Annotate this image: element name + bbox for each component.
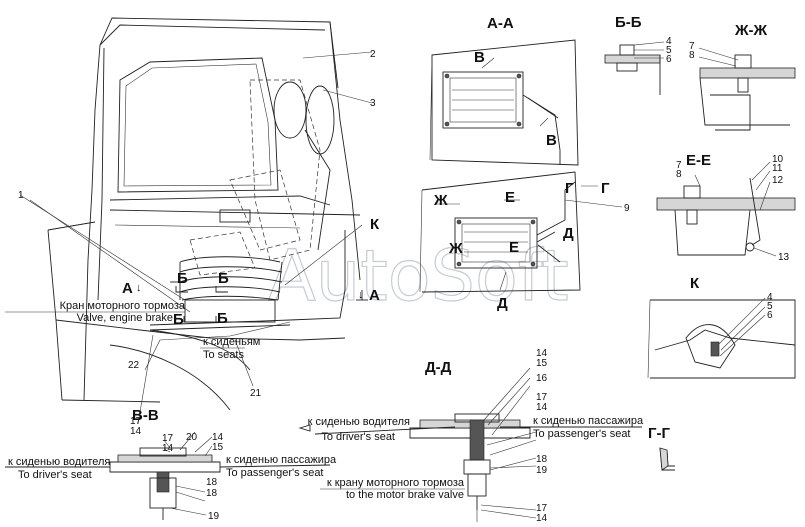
- dd-callout-18: 18: [536, 454, 548, 465]
- g-marker-2: Г: [601, 180, 610, 197]
- callout-22: 22: [128, 360, 140, 371]
- to-seats-label-ru: к сиденьям: [203, 336, 260, 348]
- ee-callout-12: 12: [772, 175, 784, 186]
- vv-driver-label-en: To driver's seat: [18, 469, 92, 481]
- callout-3: 3: [370, 98, 376, 109]
- b-marker-3: Б: [173, 311, 184, 328]
- dd-callout-14c: 14: [536, 513, 548, 524]
- bb-callout-4: 4: [666, 36, 672, 47]
- a-arrow-glyph: ↓: [136, 282, 142, 294]
- callout-1: 1: [18, 190, 24, 201]
- vv-callout-15r: 15: [212, 442, 224, 453]
- dd-passenger-label-en: To passenger's seat: [533, 428, 631, 440]
- ee-callout-8: 8: [676, 169, 682, 180]
- dd-callout-16: 16: [536, 373, 548, 384]
- callout-2: 2: [370, 49, 376, 60]
- dd-callout-14: 14: [536, 348, 548, 359]
- dd-brake-label-ru: к крану моторного тормоза: [327, 477, 465, 489]
- vv-callout-14r: 14: [212, 432, 224, 443]
- a-arrow-glyph-2: ↓: [358, 289, 364, 301]
- vv-callout-17a: 17: [130, 416, 142, 427]
- zh-callout-7: 7: [689, 41, 695, 52]
- vv-callout-14a: 14: [130, 426, 142, 437]
- a-section-marker: А: [122, 280, 133, 297]
- zh-marker-bottom: Ж: [448, 240, 463, 257]
- dd-callout-17b: 17: [536, 503, 548, 514]
- b-marker-4: Б: [217, 310, 228, 327]
- callout-21: 21: [250, 388, 262, 399]
- b-marker-1: Б: [177, 270, 188, 287]
- view-k-drawing: [647, 297, 796, 379]
- section-gg-title: Г-Г: [648, 425, 670, 442]
- ee-callout-10: 10: [772, 154, 784, 165]
- k-callout-4: 4: [767, 292, 773, 303]
- vv-callout-18b: 18: [206, 488, 218, 499]
- section-zhzh-drawing: [698, 47, 796, 131]
- dd-driver-label-en: To driver's seat: [321, 431, 395, 443]
- section-gg-drawing: [659, 447, 675, 471]
- dd-callout-19: 19: [536, 465, 548, 476]
- dd-passenger-label-ru: к сиденью пассажира: [533, 415, 644, 427]
- e-marker-bottom: Е: [509, 239, 519, 256]
- e-marker-top: Е: [505, 189, 515, 206]
- a-section-marker-2: А: [369, 287, 380, 304]
- dd-brake-label-en: to the motor brake valve: [346, 489, 464, 501]
- v-marker-top: В: [474, 49, 485, 66]
- watermark: AutoSoft: [268, 235, 569, 317]
- vv-passenger-label-en: To passenger's seat: [226, 467, 324, 479]
- section-bb-title: Б-Б: [615, 14, 642, 31]
- section-bb-drawing: [604, 41, 665, 95]
- section-ee-title: Е-Е: [686, 152, 711, 169]
- b-marker-2: Б: [218, 270, 229, 287]
- dd-callout-15: 15: [536, 358, 548, 369]
- callout-9: 9: [624, 203, 630, 214]
- vv-callout-17: 17: [162, 433, 174, 444]
- cab-view: [19, 17, 373, 425]
- bellows-assembly: [179, 256, 283, 323]
- section-dd-drawing: [314, 367, 642, 522]
- bb-callout-5: 5: [666, 45, 672, 56]
- vv-driver-label-ru: к сиденью водителя: [8, 456, 110, 468]
- dd-callout-17: 17: [536, 392, 548, 403]
- ee-callout-7: 7: [676, 160, 682, 171]
- section-vv-drawing: [5, 431, 331, 520]
- section-aa-title: А-А: [487, 15, 514, 32]
- dd-callout-14b: 14: [536, 402, 548, 413]
- to-seats-label-en: To seats: [203, 349, 244, 361]
- bb-callout-6: 6: [666, 54, 672, 65]
- ee-callout-11: 11: [772, 163, 783, 174]
- vv-callout-18: 18: [206, 477, 218, 488]
- k-callout-6: 6: [767, 310, 773, 321]
- zh-marker-top: Ж: [433, 192, 448, 209]
- g-marker: Г: [565, 180, 574, 197]
- k-view-marker: К: [370, 216, 380, 233]
- zh-callout-8: 8: [689, 50, 695, 61]
- vv-passenger-label-ru: к сиденью пассажира: [226, 454, 337, 466]
- engine-brake-label-ru: Кран моторного тормоза: [60, 300, 186, 312]
- ee-callout-13: 13: [778, 252, 790, 263]
- section-vv-title: В-В: [132, 407, 159, 424]
- section-dd-title: Д-Д: [425, 359, 452, 376]
- vv-callout-14: 14: [162, 443, 174, 454]
- vv-callout-20: 20: [186, 432, 198, 443]
- section-aa-drawing: [429, 39, 579, 166]
- vv-callout-19: 19: [208, 511, 220, 522]
- section-ee-drawing: [656, 161, 796, 257]
- engine-brake-label-en: Valve, engine brake: [77, 312, 173, 324]
- floor-detail-drawing: [419, 171, 623, 293]
- d-marker-right: Д: [563, 225, 574, 242]
- view-k-title: К: [690, 275, 700, 292]
- d-marker-bottom: Д: [497, 295, 508, 312]
- dd-driver-label-ru: к сиденью водителя: [308, 416, 410, 428]
- k-callout-5: 5: [767, 301, 773, 312]
- section-zhzh-title: Ж-Ж: [734, 22, 768, 39]
- v-marker-bottom: В: [546, 132, 557, 149]
